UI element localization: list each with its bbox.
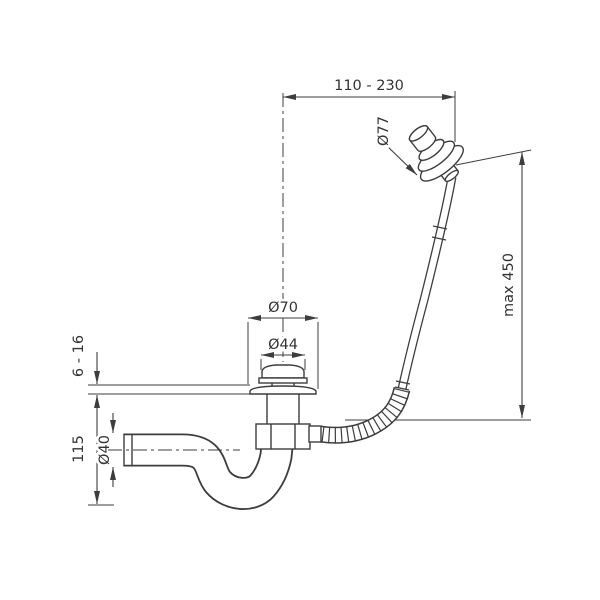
corrugation-rib <box>351 424 357 442</box>
dimension-flange-diameter: Ø70 <box>247 298 319 389</box>
corrugation-rib <box>376 413 388 429</box>
drain-flange <box>249 385 317 395</box>
union-nut <box>255 423 311 450</box>
dim-label-plug-diameter: Ø44 <box>268 337 298 353</box>
hose-joint-tick-1 <box>432 225 448 230</box>
corrugation-rib <box>391 393 409 400</box>
hose-transition-tick-1 <box>394 386 410 391</box>
leader-overflow-diameter <box>386 145 418 176</box>
corrugation-rib <box>321 426 325 443</box>
corrugation-rib <box>362 421 370 438</box>
hose-joint-tick-2 <box>431 236 447 241</box>
corrugation-rib <box>380 410 393 424</box>
flexible-hose <box>394 176 457 391</box>
corrugation-rib <box>384 406 398 419</box>
dimension-pipe-diameter: Ø40 <box>95 413 116 487</box>
corrugation-rib <box>328 426 331 444</box>
trap-pipe-body <box>124 435 292 509</box>
overflow-knob-top <box>408 125 429 142</box>
corrugation-rib <box>389 397 406 407</box>
hose-body <box>398 176 456 390</box>
corrugation-rib <box>387 402 403 413</box>
dimension-overflow-diameter: Ø77 <box>374 114 418 176</box>
ext-line-max-top <box>455 149 532 166</box>
dim-label-rim-thickness: 6 - 16 <box>71 335 87 377</box>
dim-label-top-span: 110 - 230 <box>334 78 404 94</box>
tailpiece-fill <box>267 394 299 424</box>
corrugation-rib <box>346 425 350 443</box>
overflow-head <box>408 125 464 183</box>
dim-label-flange-diameter: Ø70 <box>268 300 298 316</box>
corrugation-rib <box>367 419 376 436</box>
hose-connector <box>308 425 322 443</box>
head-neck-end <box>444 169 460 183</box>
corrugation-rib <box>372 416 382 432</box>
dim-label-overflow-diameter: Ø77 <box>376 116 392 146</box>
siphon-trap <box>108 433 294 510</box>
corrugation-ribs <box>321 387 410 444</box>
drain-plug-assembly <box>249 364 322 450</box>
dim-label-max-height: max 450 <box>501 253 517 317</box>
dimension-max-height: max 450 <box>345 149 532 421</box>
dimension-top-span: 110 - 230 <box>282 76 456 362</box>
dimension-rim-thickness: 6 - 16 <box>69 332 250 395</box>
dim-label-trap-depth: 115 <box>71 435 87 463</box>
plug-cap-rim <box>258 377 308 384</box>
plug-cap <box>261 364 305 379</box>
corrugated-hose <box>318 386 411 444</box>
dim-label-pipe-diameter: Ø40 <box>97 435 113 465</box>
corrugation-rib <box>340 426 343 444</box>
dimension-plug-diameter: Ø44 <box>260 335 306 370</box>
dimension-trap-depth: 115 <box>69 395 114 506</box>
corrugation-rib <box>356 423 363 440</box>
hose-transition-tick-2 <box>395 380 411 385</box>
corrugation-rib <box>393 387 410 393</box>
corrugated-hose-body <box>318 387 409 443</box>
